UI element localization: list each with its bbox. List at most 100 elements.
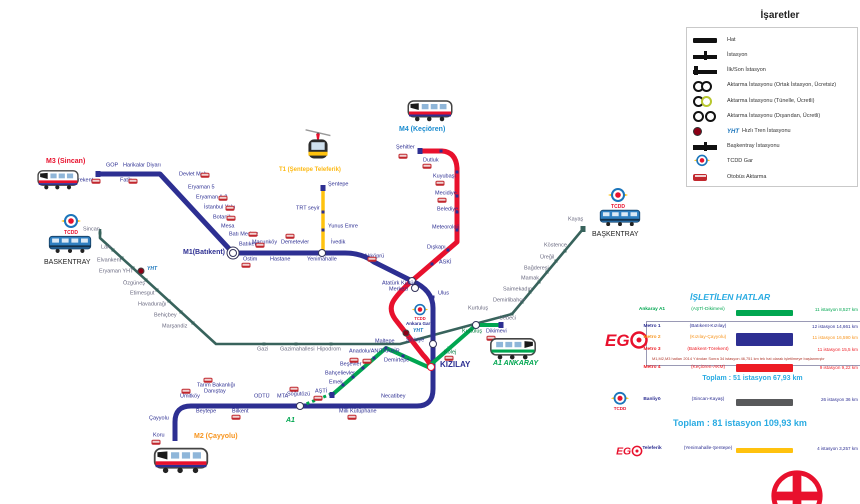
ego-logo-icon: EG	[615, 443, 643, 464]
station-label: Yenimahalle	[307, 256, 337, 263]
line-color-bar	[736, 310, 793, 316]
line-a1-dashed	[300, 392, 332, 408]
table-cell: (Kızılay-Çayyolu)	[689, 335, 727, 340]
line-label: YHT	[413, 328, 423, 334]
station-label: Ostim	[243, 256, 258, 263]
station-marker	[447, 346, 451, 350]
bus-transfer-icon	[181, 388, 191, 394]
station-label: Sıhhiye	[406, 337, 425, 344]
line-color-bar	[736, 448, 793, 453]
station-marker	[411, 284, 419, 292]
line-color-bar	[736, 333, 793, 346]
legend-box: Hat İstasyon İlk/Son İstasyon Aktarma İs…	[686, 27, 858, 187]
station-marker	[282, 404, 286, 408]
bus-transfer-icon	[362, 358, 372, 364]
station-label: TRT seyir	[296, 205, 320, 212]
station-label: Ulus	[438, 290, 450, 297]
station-label: Hipodrom	[317, 346, 341, 353]
zoom-plus-button[interactable]	[768, 467, 826, 504]
line-icon	[693, 38, 727, 44]
station-marker	[351, 375, 355, 379]
station-label: Söğütözü	[287, 391, 311, 398]
combined-line-note: M1,M2,M3 hatları 2014 Yılından Sonra 34 …	[652, 356, 825, 361]
station-label: Çayyolu	[149, 415, 169, 422]
station-label: Tarım Bakanlığı	[197, 382, 236, 389]
bus-transfer-icon	[435, 180, 445, 186]
station-label: Özgüneş	[123, 280, 146, 287]
table-cell: 4 istasyon 3,257 km	[817, 446, 858, 451]
metro-subtotal: Toplam : 51 istasyon 67,93 km	[702, 375, 803, 382]
table-cell: Ankaray A1	[638, 307, 666, 312]
station-label: Devlet Mah.	[179, 171, 209, 178]
legend-title: İşaretler	[760, 10, 800, 21]
station-marker	[329, 392, 335, 398]
station-marker	[167, 299, 171, 303]
station-label: Mecidiye	[435, 190, 457, 197]
station-marker	[318, 249, 326, 257]
station-label: ODTÜ	[254, 393, 270, 400]
bus-transfer-icon	[289, 386, 299, 392]
station-marker	[191, 404, 195, 408]
station-marker	[168, 183, 172, 187]
table-cell: (Yenimahalle-Şentepe)	[683, 446, 733, 451]
station-marker	[545, 270, 549, 274]
bus-icon	[693, 173, 727, 181]
table-cell: 11 istasyon 15,5 km	[817, 347, 858, 352]
table-cell: Metro 1	[643, 324, 661, 329]
station-marker	[361, 366, 365, 370]
station-marker	[261, 404, 265, 408]
station-marker	[144, 172, 148, 176]
station-marker	[98, 231, 102, 235]
bus-transfer-icon	[349, 357, 359, 363]
bus-transfer-icon	[226, 215, 236, 221]
station-label: Dikimevi	[486, 328, 507, 335]
table-cell: 12 istasyon 14,661 km	[812, 324, 858, 329]
bus-transfer-icon	[225, 205, 235, 211]
station-marker	[455, 228, 459, 232]
station-marker	[429, 340, 437, 348]
legend-item-station: İstasyon	[693, 48, 853, 63]
tcdd-logo-icon	[693, 153, 727, 171]
bluetrain-icon	[599, 207, 641, 228]
station-label: MTA	[277, 393, 289, 400]
transfer-free-icon	[693, 80, 727, 92]
line-label: BASKENTRAY	[44, 259, 91, 266]
station-marker	[455, 210, 459, 214]
legend-item-transfer-tunnel: Aktarma İstasyonu (Tünelle, Ücretli)	[693, 94, 853, 109]
station-marker	[204, 222, 208, 226]
table-cell: Metro 4	[643, 365, 661, 370]
station-marker	[431, 295, 435, 299]
station-marker	[277, 251, 281, 255]
legend-item-line: Hat	[693, 33, 853, 48]
station-label: Koru	[153, 432, 165, 439]
station-label: Kuyubaşı	[433, 173, 456, 180]
table-cell: (Batıkent-Törekent)	[687, 347, 729, 352]
table-cell: (Sincan-Kayaş)	[691, 397, 725, 402]
yht-station-marker	[137, 267, 145, 275]
station-marker	[329, 342, 333, 346]
bus-transfer-icon	[203, 377, 213, 383]
station-label: Demetevler	[281, 239, 310, 246]
svg-text:EG: EG	[605, 331, 630, 350]
station-label: Hastane	[270, 256, 291, 263]
station-label: Gazimahallesi	[280, 346, 315, 353]
station-label: Marşandiz	[162, 323, 188, 330]
station-label: Kayaş	[568, 216, 584, 223]
station-marker	[401, 354, 405, 358]
station-label: İvedik	[331, 239, 346, 246]
legend-item-bus: Otobüs Aktarma	[693, 170, 853, 185]
operated-lines-title: İŞLETİLEN HATLAR	[690, 292, 771, 302]
station-label: Macunköy	[252, 239, 278, 246]
station-marker	[563, 249, 567, 253]
baskentray-station-icon	[693, 142, 727, 152]
transfer-paid-icon	[693, 111, 727, 123]
bus-transfer-icon	[128, 178, 138, 184]
station-label: Şentepe	[328, 181, 349, 188]
station-label: Eryaman YHT	[99, 268, 134, 275]
station-marker	[455, 170, 459, 174]
legend-item-transfer-free: Aktarma İstasyonu (Ortak İstasyon, Ücret…	[693, 79, 853, 94]
station-marker	[554, 259, 558, 263]
station-label: Kurtuluş	[468, 305, 489, 312]
line-label: M1(Batıkent)	[183, 249, 226, 256]
